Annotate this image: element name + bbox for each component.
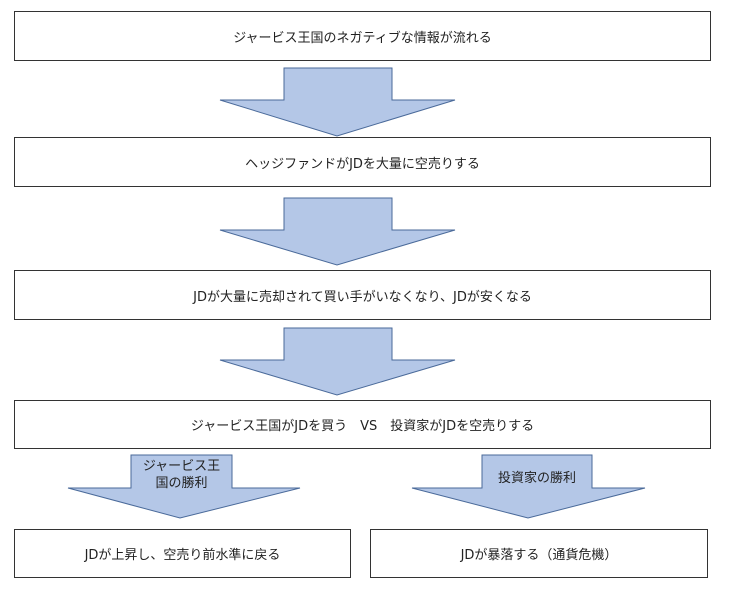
right-branch-arrow — [411, 454, 646, 519]
down-arrow-1 — [219, 67, 456, 137]
step-text: JDが大量に売却されて買い手がいなくなり、JDが安くなる — [193, 289, 532, 305]
step-text: ヘッジファンドがJDを大量に空売りする — [245, 156, 480, 172]
step-box-2: ヘッジファンドがJDを大量に空売りする — [14, 137, 711, 187]
left-branch-label: ジャービス王 国の勝利 — [131, 458, 232, 492]
left-label-line2: 国の勝利 — [155, 476, 208, 491]
down-arrow-3 — [219, 327, 456, 396]
step-box-3: JDが大量に売却されて買い手がいなくなり、JDが安くなる — [14, 270, 711, 320]
result-text: JDが暴落する（通貨危機） — [460, 548, 618, 563]
left-result-box: JDが上昇し、空売り前水準に戻る — [14, 529, 351, 578]
right-result-box: JDが暴落する（通貨危機） — [370, 529, 708, 578]
down-arrow-2 — [219, 197, 456, 266]
left-branch-arrow — [67, 454, 301, 519]
step-text: ジャービス王国がJDを買う VS 投資家がJDを空売りする — [190, 419, 535, 434]
result-text: JDが上昇し、空売り前水準に戻る — [84, 548, 281, 563]
step-box-4: ジャービス王国がJDを買う VS 投資家がJDを空売りする — [14, 400, 711, 449]
step-box-1: ジャービス王国のネガティブな情報が流れる — [14, 11, 711, 61]
step-text: ジャービス王国のネガティブな情報が流れる — [233, 30, 492, 46]
right-branch-label: 投資家の勝利 — [497, 471, 576, 486]
left-label-line1: ジャービス王 — [142, 459, 221, 474]
